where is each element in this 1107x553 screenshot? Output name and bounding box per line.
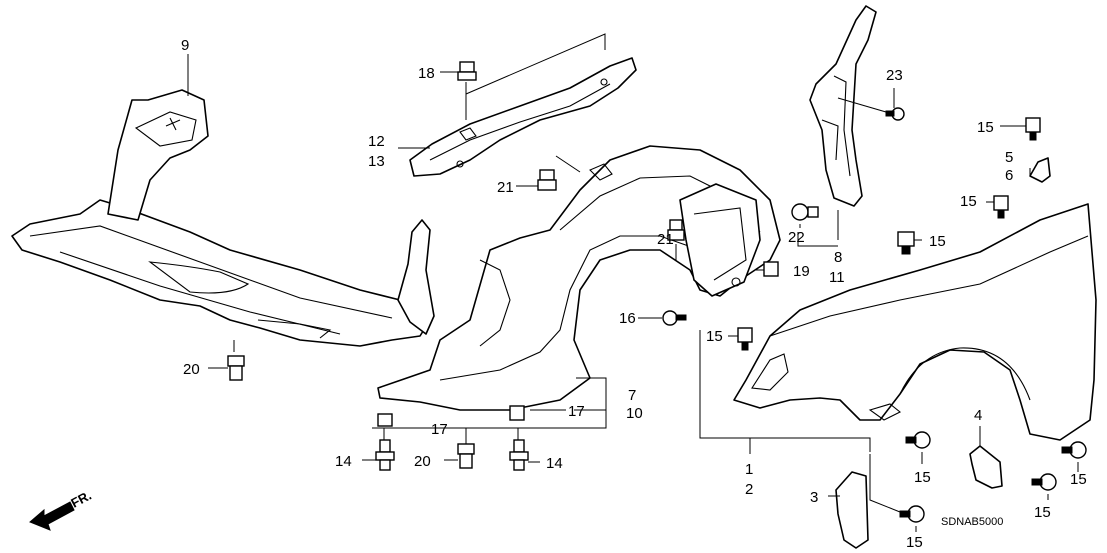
- callout-2: 2: [745, 481, 753, 498]
- leader-lines: [187, 33, 1079, 532]
- callout-8: 8: [834, 249, 842, 266]
- inner-fender-part-7-10: [377, 145, 781, 411]
- bolt-15h-icon: [899, 505, 925, 523]
- bolt-15e-icon: [905, 431, 931, 449]
- callout-17a: 17: [568, 403, 585, 420]
- fender-brace-part-12-13: [409, 57, 637, 177]
- clip-17a-icon: [377, 413, 393, 427]
- callout-15h: 15: [906, 534, 923, 551]
- clip-17b-icon: [509, 405, 525, 421]
- bolt-15f-icon: [1061, 441, 1087, 459]
- under-cover-part-9: [11, 89, 435, 347]
- bolt-23-icon: [885, 107, 905, 121]
- callout-13: 13: [368, 153, 385, 170]
- bracket-part-3: [835, 471, 869, 549]
- callout-15b: 15: [960, 193, 977, 210]
- callout-5: 5: [1005, 149, 1013, 166]
- fender-bracket-part-8-11: [809, 5, 877, 207]
- clip-20a-icon: [227, 355, 245, 381]
- callout-15a: 15: [977, 119, 994, 136]
- callout-12: 12: [368, 133, 385, 150]
- nut-19-icon: [763, 261, 779, 277]
- bolt-14a-icon: [375, 439, 395, 471]
- front-fender-part-1-2: [733, 203, 1097, 441]
- clip-21a-icon: [537, 169, 557, 191]
- callout-20a: 20: [183, 361, 200, 378]
- bracket-part-4: [969, 445, 1003, 489]
- callout-11: 11: [829, 269, 845, 286]
- bolt-15g-icon: [1031, 473, 1057, 491]
- clip-part-5-6: [1029, 157, 1051, 183]
- callout-3: 3: [810, 489, 818, 506]
- callout-17b: 17: [431, 421, 448, 438]
- callout-4: 4: [974, 407, 982, 424]
- callout-23: 23: [886, 67, 903, 84]
- callout-22: 22: [788, 229, 805, 246]
- callout-15g: 15: [1034, 504, 1051, 521]
- bolt-15b-icon: [993, 195, 1009, 219]
- callout-14b: 14: [546, 455, 563, 472]
- callout-7: 7: [628, 387, 636, 404]
- bolt-14b-icon: [509, 439, 529, 471]
- callout-15e: 15: [914, 469, 931, 486]
- callout-1: 1: [745, 461, 753, 478]
- fasteners: [227, 61, 1087, 523]
- callout-21a: 21: [497, 179, 514, 196]
- diagram-code: SDNAB5000: [941, 516, 1003, 528]
- callout-19: 19: [793, 263, 810, 280]
- callout-15c: 15: [929, 233, 946, 250]
- callout-labels: 9 18 12 13 21 21 23 22 8 11 19 16 20 7 1…: [181, 37, 1087, 551]
- callout-21b: 21: [657, 231, 674, 248]
- callout-14a: 14: [335, 453, 352, 470]
- callout-10: 10: [626, 405, 643, 422]
- callout-9: 9: [181, 37, 189, 54]
- clip-20b-icon: [457, 443, 475, 469]
- clip-21b-icon: [667, 219, 685, 241]
- callout-15d: 15: [706, 328, 723, 345]
- bolt-16-icon: [662, 310, 687, 326]
- callout-6: 6: [1005, 167, 1013, 184]
- callout-15f: 15: [1070, 471, 1087, 488]
- callout-20b: 20: [414, 453, 431, 470]
- bolt-15c-icon: [897, 231, 915, 255]
- front-direction-arrow-icon: FR.: [29, 488, 94, 531]
- clip-18-icon: [457, 61, 477, 81]
- callout-16: 16: [619, 310, 636, 327]
- callout-18: 18: [418, 65, 435, 82]
- clip-22-icon: [791, 203, 819, 221]
- bolt-15d-icon: [737, 327, 753, 351]
- bolt-15a-icon: [1025, 117, 1041, 141]
